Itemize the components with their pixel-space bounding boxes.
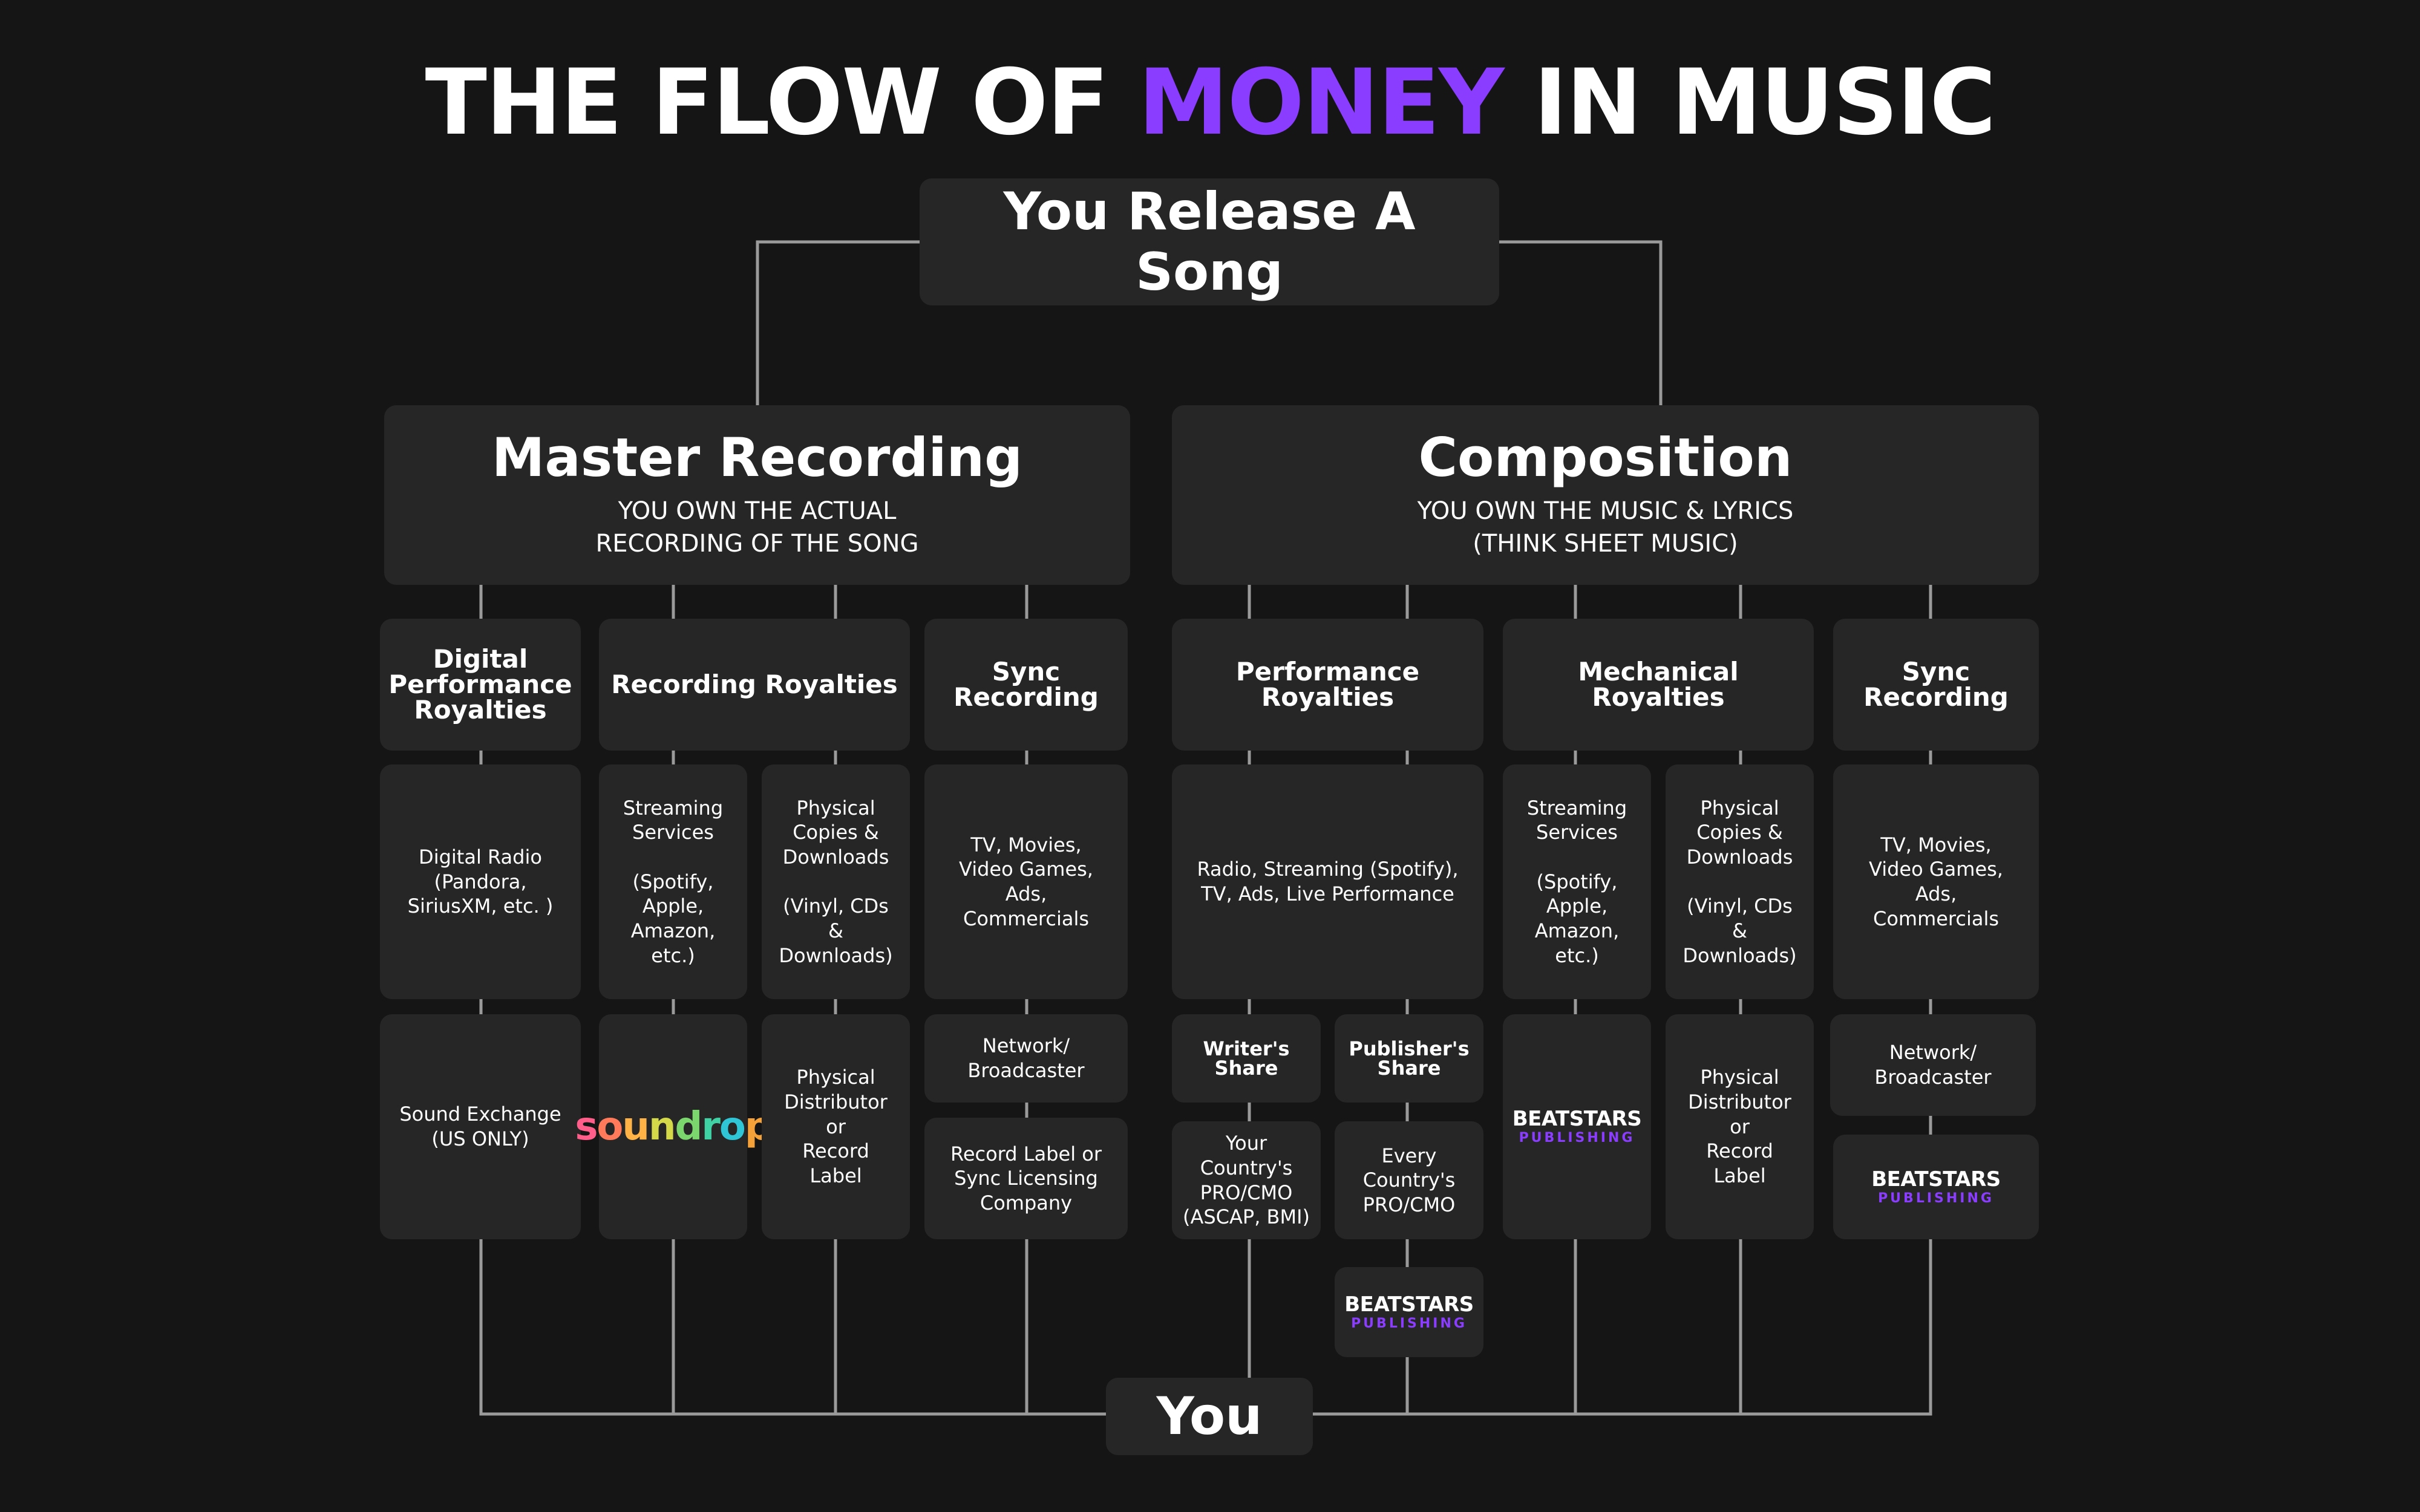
performance-sources-node: Radio, Streaming (Spotify), TV, Ads, Liv… <box>1172 764 1483 999</box>
composition-node: Composition YOU OWN THE MUSIC & LYRICS (… <box>1172 405 2039 585</box>
master-recording-subtitle: YOU OWN THE ACTUAL RECORDING OF THE SONG <box>595 497 919 558</box>
master-physical-copies-node: Physical Copies & Downloads (Vinyl, CDs … <box>762 764 910 999</box>
digital-performance-royalties-node: Digital Performance Royalties <box>380 619 581 751</box>
sync-licensing-company-node: Record Label or Sync Licensing Company <box>924 1118 1128 1239</box>
master-recording-node: Master Recording YOU OWN THE ACTUAL RECO… <box>384 405 1130 585</box>
composition-title: Composition <box>1418 426 1793 489</box>
digital-performance-royalties-label: Digital Performance Royalties <box>388 644 572 725</box>
beatstars-publishing-logo: BEATSTARS PUBLISHING <box>1871 1169 2001 1205</box>
beatstars-logo-line2: PUBLISHING <box>1351 1315 1467 1331</box>
master-streaming-services-node: Streaming Services (Spotify, Apple, Amaz… <box>599 764 747 999</box>
digital-radio-text: Digital Radio (Pandora, SiriusXM, etc. ) <box>407 846 554 918</box>
recording-royalties-label: Recording Royalties <box>611 670 898 699</box>
release-song-label: You Release A Song <box>1003 181 1416 302</box>
performance-royalties-label: Performance Royalties <box>1235 657 1420 712</box>
title-accent: MONEY <box>1138 50 1504 155</box>
composition-streaming-services-text: Streaming Services (Spotify, Apple, Amaz… <box>1526 796 1627 967</box>
mechanical-royalties-node: Mechanical Royalties <box>1503 619 1814 751</box>
performance-sources-text: Radio, Streaming (Spotify), TV, Ads, Liv… <box>1197 858 1459 905</box>
beatstars-logo-line1: BEATSTARS <box>1871 1167 2001 1191</box>
publishers-pro-cmo-text: Every Country's PRO/CMO <box>1362 1144 1456 1216</box>
master-sync-media-text: TV, Movies, Video Games, Ads, Commercial… <box>959 833 1093 930</box>
composition-network-broadcaster-text: Network/ Broadcaster <box>1874 1041 1992 1089</box>
beatstars-publishing-logo: BEATSTARS PUBLISHING <box>1344 1294 1474 1331</box>
master-physical-copies-text: Physical Copies & Downloads (Vinyl, CDs … <box>779 796 893 967</box>
composition-sync-recording-node: Sync Recording <box>1833 619 2039 751</box>
master-sync-recording-label: Sync Recording <box>953 657 1099 712</box>
publishers-pro-cmo-node: Every Country's PRO/CMO <box>1335 1121 1483 1239</box>
master-network-broadcaster-node: Network/ Broadcaster <box>924 1014 1128 1103</box>
master-network-broadcaster-text: Network/ Broadcaster <box>967 1034 1085 1082</box>
beatstars-logo-line2: PUBLISHING <box>1519 1130 1635 1145</box>
soundrop-node: soundrop <box>575 1014 773 1239</box>
beatstars-publishing-logo: BEATSTARS PUBLISHING <box>1512 1109 1642 1145</box>
beatstars-logo-line1: BEATSTARS <box>1512 1107 1642 1131</box>
performance-royalties-node: Performance Royalties <box>1172 619 1483 751</box>
master-streaming-services-text: Streaming Services (Spotify, Apple, Amaz… <box>623 796 724 967</box>
composition-physical-distributor-text: Physical Distributor or Record Label <box>1688 1066 1791 1187</box>
you-label: You <box>1156 1386 1263 1447</box>
page-title: THE FLOW OF MONEY IN MUSIC <box>0 57 2420 148</box>
writers-share-node: Writer's Share <box>1172 1014 1321 1103</box>
recording-royalties-node: Recording Royalties <box>599 619 910 751</box>
master-physical-distributor-node: Physical Distributor or Record Label <box>762 1014 910 1239</box>
sync-beatstars-node: BEATSTARS PUBLISHING <box>1833 1135 2039 1239</box>
composition-network-broadcaster-node: Network/ Broadcaster <box>1830 1014 2036 1116</box>
composition-physical-distributor-node: Physical Distributor or Record Label <box>1666 1014 1814 1239</box>
master-recording-title: Master Recording <box>491 426 1023 489</box>
title-before: THE FLOW OF <box>425 50 1139 155</box>
sync-licensing-company-text: Record Label or Sync Licensing Company <box>950 1142 1102 1214</box>
release-song-node: You Release A Song <box>920 178 1499 305</box>
composition-streaming-services-node: Streaming Services (Spotify, Apple, Amaz… <box>1503 764 1651 999</box>
digital-radio-node: Digital Radio (Pandora, SiriusXM, etc. ) <box>380 764 581 999</box>
publishers-share-label: Publisher's Share <box>1349 1037 1470 1080</box>
beatstars-logo-line1: BEATSTARS <box>1344 1292 1474 1317</box>
composition-sync-media-node: TV, Movies, Video Games, Ads, Commercial… <box>1833 764 2039 999</box>
composition-sync-recording-label: Sync Recording <box>1863 657 2009 712</box>
title-after: IN MUSIC <box>1503 50 1996 155</box>
publisher-beatstars-node: BEATSTARS PUBLISHING <box>1335 1267 1483 1357</box>
writers-pro-cmo-text: Your Country's PRO/CMO (ASCAP, BMI) <box>1182 1132 1310 1229</box>
composition-sync-media-text: TV, Movies, Video Games, Ads, Commercial… <box>1869 833 2003 930</box>
writers-share-label: Writer's Share <box>1203 1037 1290 1080</box>
you-node: You <box>1106 1378 1313 1455</box>
composition-physical-copies-text: Physical Copies & Downloads (Vinyl, CDs … <box>1683 796 1797 967</box>
writers-pro-cmo-node: Your Country's PRO/CMO (ASCAP, BMI) <box>1172 1121 1321 1239</box>
soundrop-logo: soundrop <box>575 1104 772 1149</box>
composition-subtitle: YOU OWN THE MUSIC & LYRICS (THINK SHEET … <box>1417 497 1794 558</box>
master-sync-recording-node: Sync Recording <box>924 619 1128 751</box>
mechanical-royalties-label: Mechanical Royalties <box>1578 657 1739 712</box>
mechanical-beatstars-node: BEATSTARS PUBLISHING <box>1503 1014 1651 1239</box>
beatstars-logo-line2: PUBLISHING <box>1878 1190 1994 1206</box>
master-sync-media-node: TV, Movies, Video Games, Ads, Commercial… <box>924 764 1128 999</box>
master-physical-distributor-text: Physical Distributor or Record Label <box>784 1066 888 1187</box>
sound-exchange-node: Sound Exchange (US ONLY) <box>380 1014 581 1239</box>
sound-exchange-text: Sound Exchange (US ONLY) <box>399 1103 561 1150</box>
composition-physical-copies-node: Physical Copies & Downloads (Vinyl, CDs … <box>1666 764 1814 999</box>
publishers-share-node: Publisher's Share <box>1335 1014 1483 1103</box>
